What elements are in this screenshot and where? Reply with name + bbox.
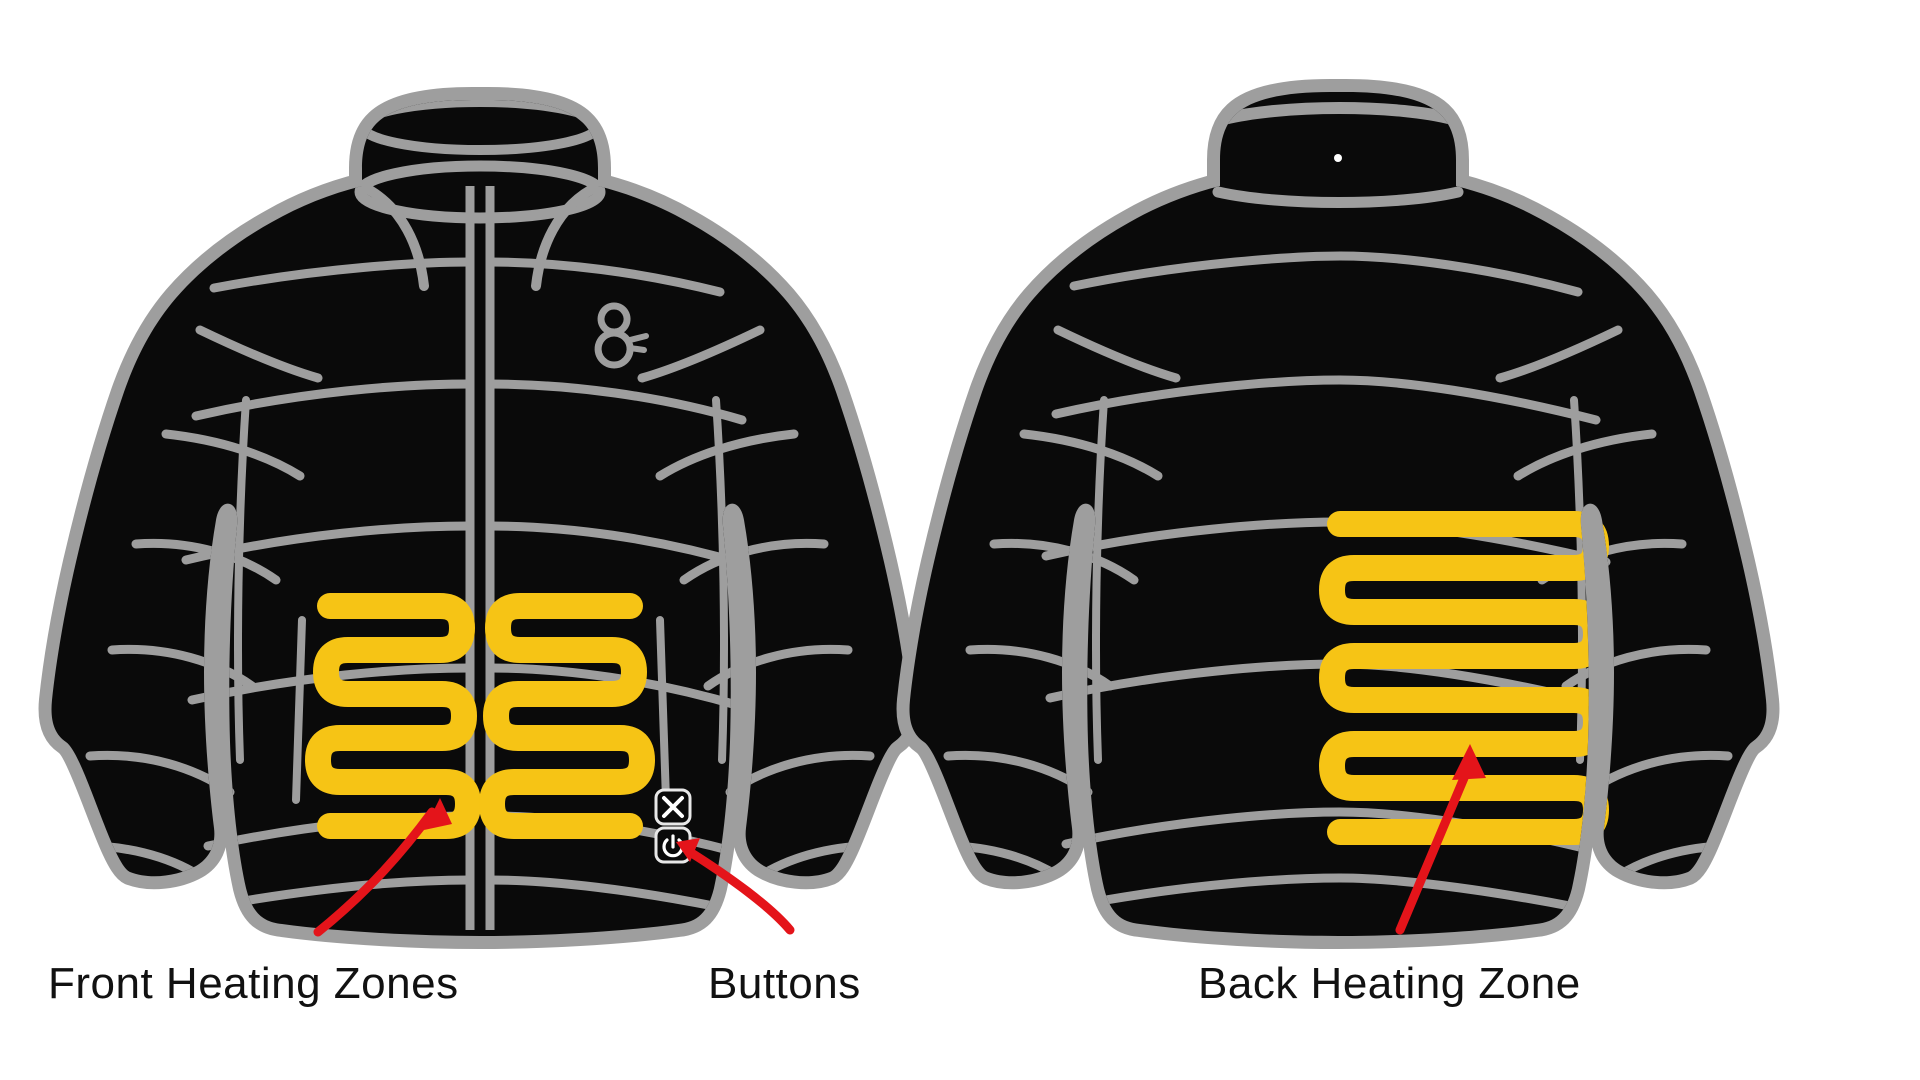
arrow-buttons	[676, 838, 795, 935]
arrow-back-heating-zone	[1395, 744, 1486, 935]
control-panel[interactable]	[654, 788, 692, 864]
chest-logo-icon	[594, 302, 649, 369]
front-quilt-seams	[181, 257, 749, 913]
front-jacket-details	[51, 100, 909, 930]
x-icon	[662, 796, 684, 818]
front-left-heating-zone	[305, 593, 481, 839]
annotation-arrows	[313, 744, 1486, 937]
caption-buttons: Buttons	[708, 959, 861, 1008]
caption-front-heating-zones: Front Heating Zones	[48, 959, 459, 1008]
caption-back-heating-zone: Back Heating Zone	[1198, 959, 1581, 1008]
front-pockets	[292, 616, 670, 804]
back-heating-zone	[1319, 511, 1609, 845]
arrow-front-heating-zones	[313, 798, 452, 937]
front-jacket-view	[52, 100, 909, 936]
front-right-heating-zone	[479, 593, 655, 839]
back-collar	[1212, 102, 1464, 208]
hang-loop-dot	[1334, 154, 1342, 162]
back-jacket-view	[910, 92, 1767, 936]
